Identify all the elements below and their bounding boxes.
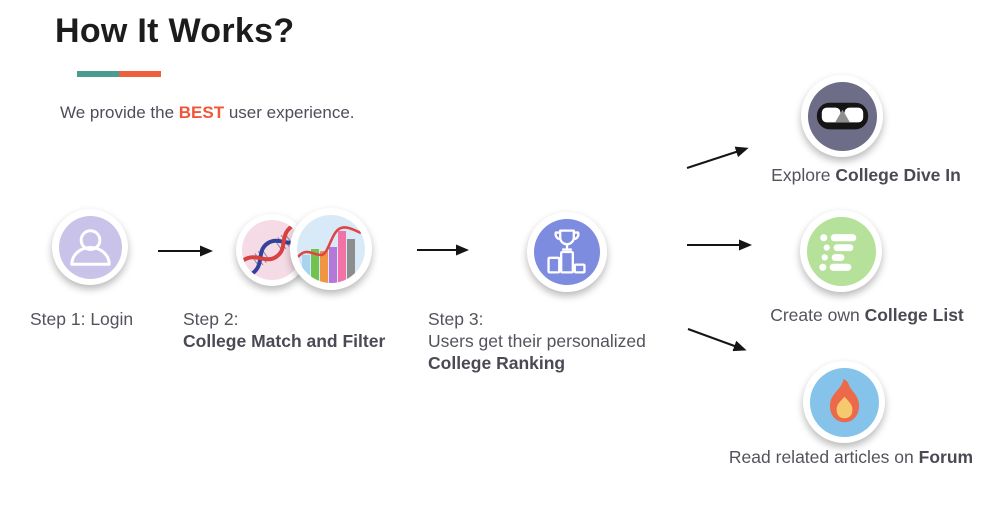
forum-bold: Forum xyxy=(918,447,974,467)
step3-circle xyxy=(534,219,600,285)
step1-circle xyxy=(58,215,122,279)
step2-chart-badge xyxy=(290,208,372,290)
step2-chart-circle xyxy=(297,215,365,283)
dive-mask-icon xyxy=(816,102,868,129)
step1-label: Step 1: Login xyxy=(30,308,180,330)
subtitle-highlight: BEST xyxy=(178,103,225,122)
step2-line1: Step 2: xyxy=(183,309,239,329)
step3-ranking-badge xyxy=(527,212,607,292)
step3-label: Step 3: Users get their personalized Col… xyxy=(428,308,698,374)
arrow-to-dive-in xyxy=(686,146,749,169)
forum-label: Read related articles on Forum xyxy=(700,446,1002,468)
list-icon xyxy=(818,233,856,271)
user-icon xyxy=(69,228,111,266)
subtitle: We provide the BEST user experience. xyxy=(60,101,355,124)
college-list-prefix: Create own xyxy=(770,305,865,325)
bar-chart-icon xyxy=(297,226,362,283)
dive-in-bold: College Dive In xyxy=(835,165,961,185)
college-list-bold: College List xyxy=(864,305,964,325)
flame-icon xyxy=(829,378,859,422)
dive-in-prefix: Explore xyxy=(771,165,836,185)
step2-label: Step 2: College Match and Filter xyxy=(183,308,423,352)
dive-in-badge xyxy=(801,75,883,157)
page-title: How It Works? xyxy=(55,12,295,50)
forum-prefix: Read related articles on xyxy=(728,447,919,467)
underline-teal-segment xyxy=(77,71,119,77)
step1-login-badge xyxy=(52,209,128,285)
step3-line3: College Ranking xyxy=(428,353,566,373)
title-underline xyxy=(77,71,161,77)
subtitle-suffix: user experience. xyxy=(224,103,355,122)
forum-circle xyxy=(809,367,879,437)
underline-orange-segment xyxy=(119,71,161,77)
forum-badge xyxy=(803,361,885,443)
college-list-badge xyxy=(800,210,882,292)
college-list-label: Create own College List xyxy=(741,304,993,326)
step2-line2: College Match and Filter xyxy=(183,331,386,351)
step3-line2: Users get their personalized xyxy=(428,331,646,351)
trophy-podium-icon xyxy=(547,229,586,274)
step2-dna-badge xyxy=(236,214,308,286)
list-circle xyxy=(806,216,876,286)
step3-line1: Step 3: xyxy=(428,309,484,329)
step1-text: Step 1: Login xyxy=(30,309,134,329)
dive-circle xyxy=(807,81,877,151)
dive-in-label: Explore College Dive In xyxy=(740,164,992,186)
subtitle-prefix: We provide the xyxy=(60,103,179,122)
step2-dna-circle xyxy=(242,220,302,280)
